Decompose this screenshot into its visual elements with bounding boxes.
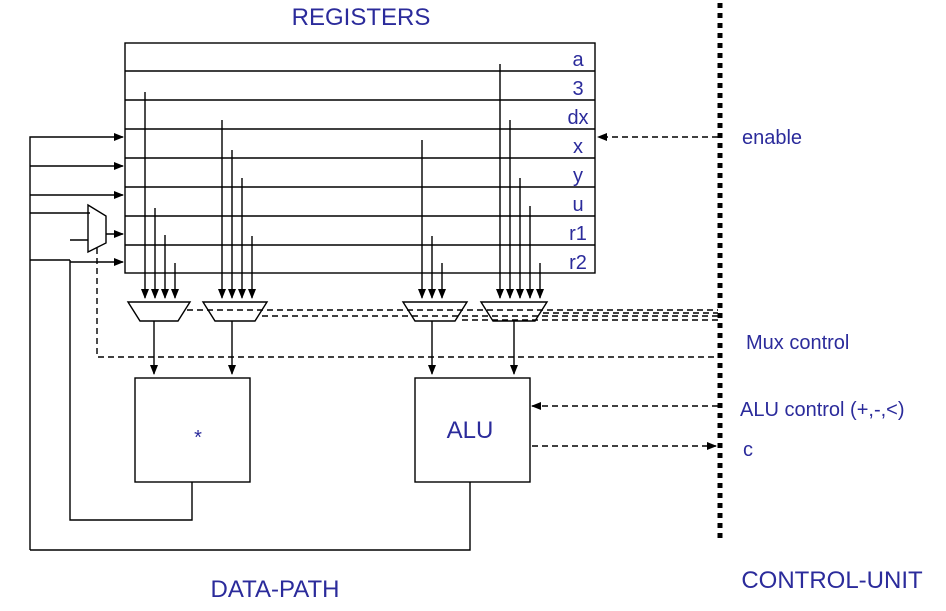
multiplier-label: * bbox=[194, 427, 202, 449]
condition-label: c bbox=[743, 439, 753, 461]
multiplexers bbox=[126, 301, 549, 322]
alu-unit: ALU bbox=[414, 377, 531, 483]
input-mux bbox=[87, 203, 107, 254]
mux-2 bbox=[201, 301, 269, 322]
alu-box bbox=[414, 377, 531, 483]
control-lines bbox=[96, 133, 718, 450]
register-label-a: a bbox=[572, 49, 584, 71]
control-unit-title: CONTROL-UNIT bbox=[741, 567, 923, 594]
mux-outputs bbox=[150, 321, 518, 375]
datapath-title: DATA-PATH bbox=[211, 576, 340, 603]
multiplier-unit: * bbox=[134, 377, 251, 483]
mux-3 bbox=[401, 301, 469, 322]
mux-4 bbox=[479, 301, 549, 322]
multiplier-box bbox=[134, 377, 251, 483]
register-read-lines bbox=[141, 64, 544, 299]
register-label-y: y bbox=[573, 165, 583, 187]
enable-label: enable bbox=[742, 127, 802, 149]
register-label-x: x bbox=[573, 136, 583, 158]
feedback-paths bbox=[30, 260, 471, 551]
mux-1 bbox=[126, 301, 192, 322]
registers-title: REGISTERS bbox=[292, 4, 431, 31]
register-label-r2: r2 bbox=[569, 252, 587, 274]
register-label-u: u bbox=[572, 194, 583, 216]
register-label-3: 3 bbox=[572, 78, 583, 100]
alu-control-label: ALU control (+,-,<) bbox=[740, 399, 905, 421]
register-file: a 3 dx x y u r1 r2 bbox=[124, 42, 596, 274]
mux-control-label: Mux control bbox=[746, 332, 849, 354]
register-label-r1: r1 bbox=[569, 223, 587, 245]
alu-label: ALU bbox=[447, 417, 494, 444]
register-write-inputs bbox=[29, 133, 124, 550]
register-label-dx: dx bbox=[567, 107, 588, 129]
